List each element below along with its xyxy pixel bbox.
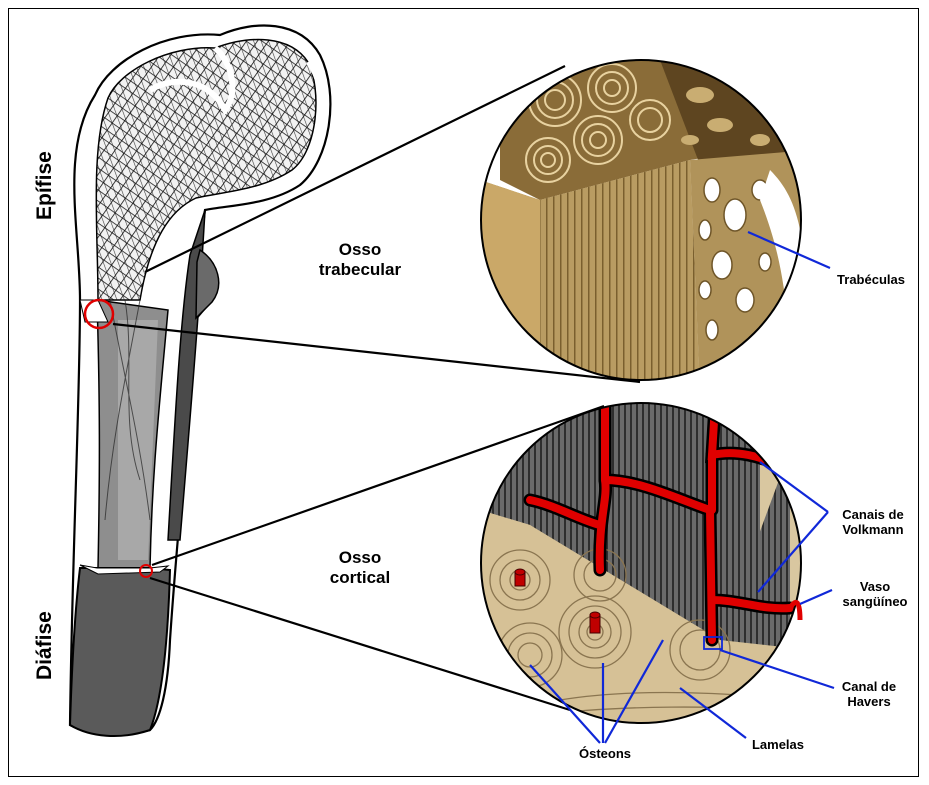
lamellae-label: Lamelas [738,738,818,753]
vessel-label-line1: Vaso [832,580,918,595]
cortical-label-line1: Osso [310,548,410,568]
blood-vessel-label: Vaso sangüíneo [832,580,918,610]
cortical-bone-label: Osso cortical [310,548,410,587]
volkmann-label-line2: Volkmann [830,523,916,538]
trabeculae-label: Trabéculas [826,273,916,288]
diaphysis-shaft [70,568,170,736]
vessel-label-line2: sangüíneo [832,595,918,610]
diaphysis-label: Diáfise [33,611,57,680]
trabecular-label-line1: Osso [300,240,420,260]
femur-illustration [70,25,330,736]
trabecular-bone-detail [480,60,810,390]
epiphysis-label: Epífise [33,151,57,220]
osteons-label: Ósteons [560,747,650,762]
volkmann-canals-label: Canais de Volkmann [830,508,916,538]
trabecular-bone-label: Osso trabecular [300,240,420,279]
havers-label-line2: Havers [826,695,912,710]
cortical-label-line2: cortical [310,568,410,588]
havers-label-line1: Canal de [826,680,912,695]
havers-canal-label: Canal de Havers [826,680,912,710]
volkmann-label-line1: Canais de [830,508,916,523]
trabecular-label-line2: trabecular [300,260,420,280]
